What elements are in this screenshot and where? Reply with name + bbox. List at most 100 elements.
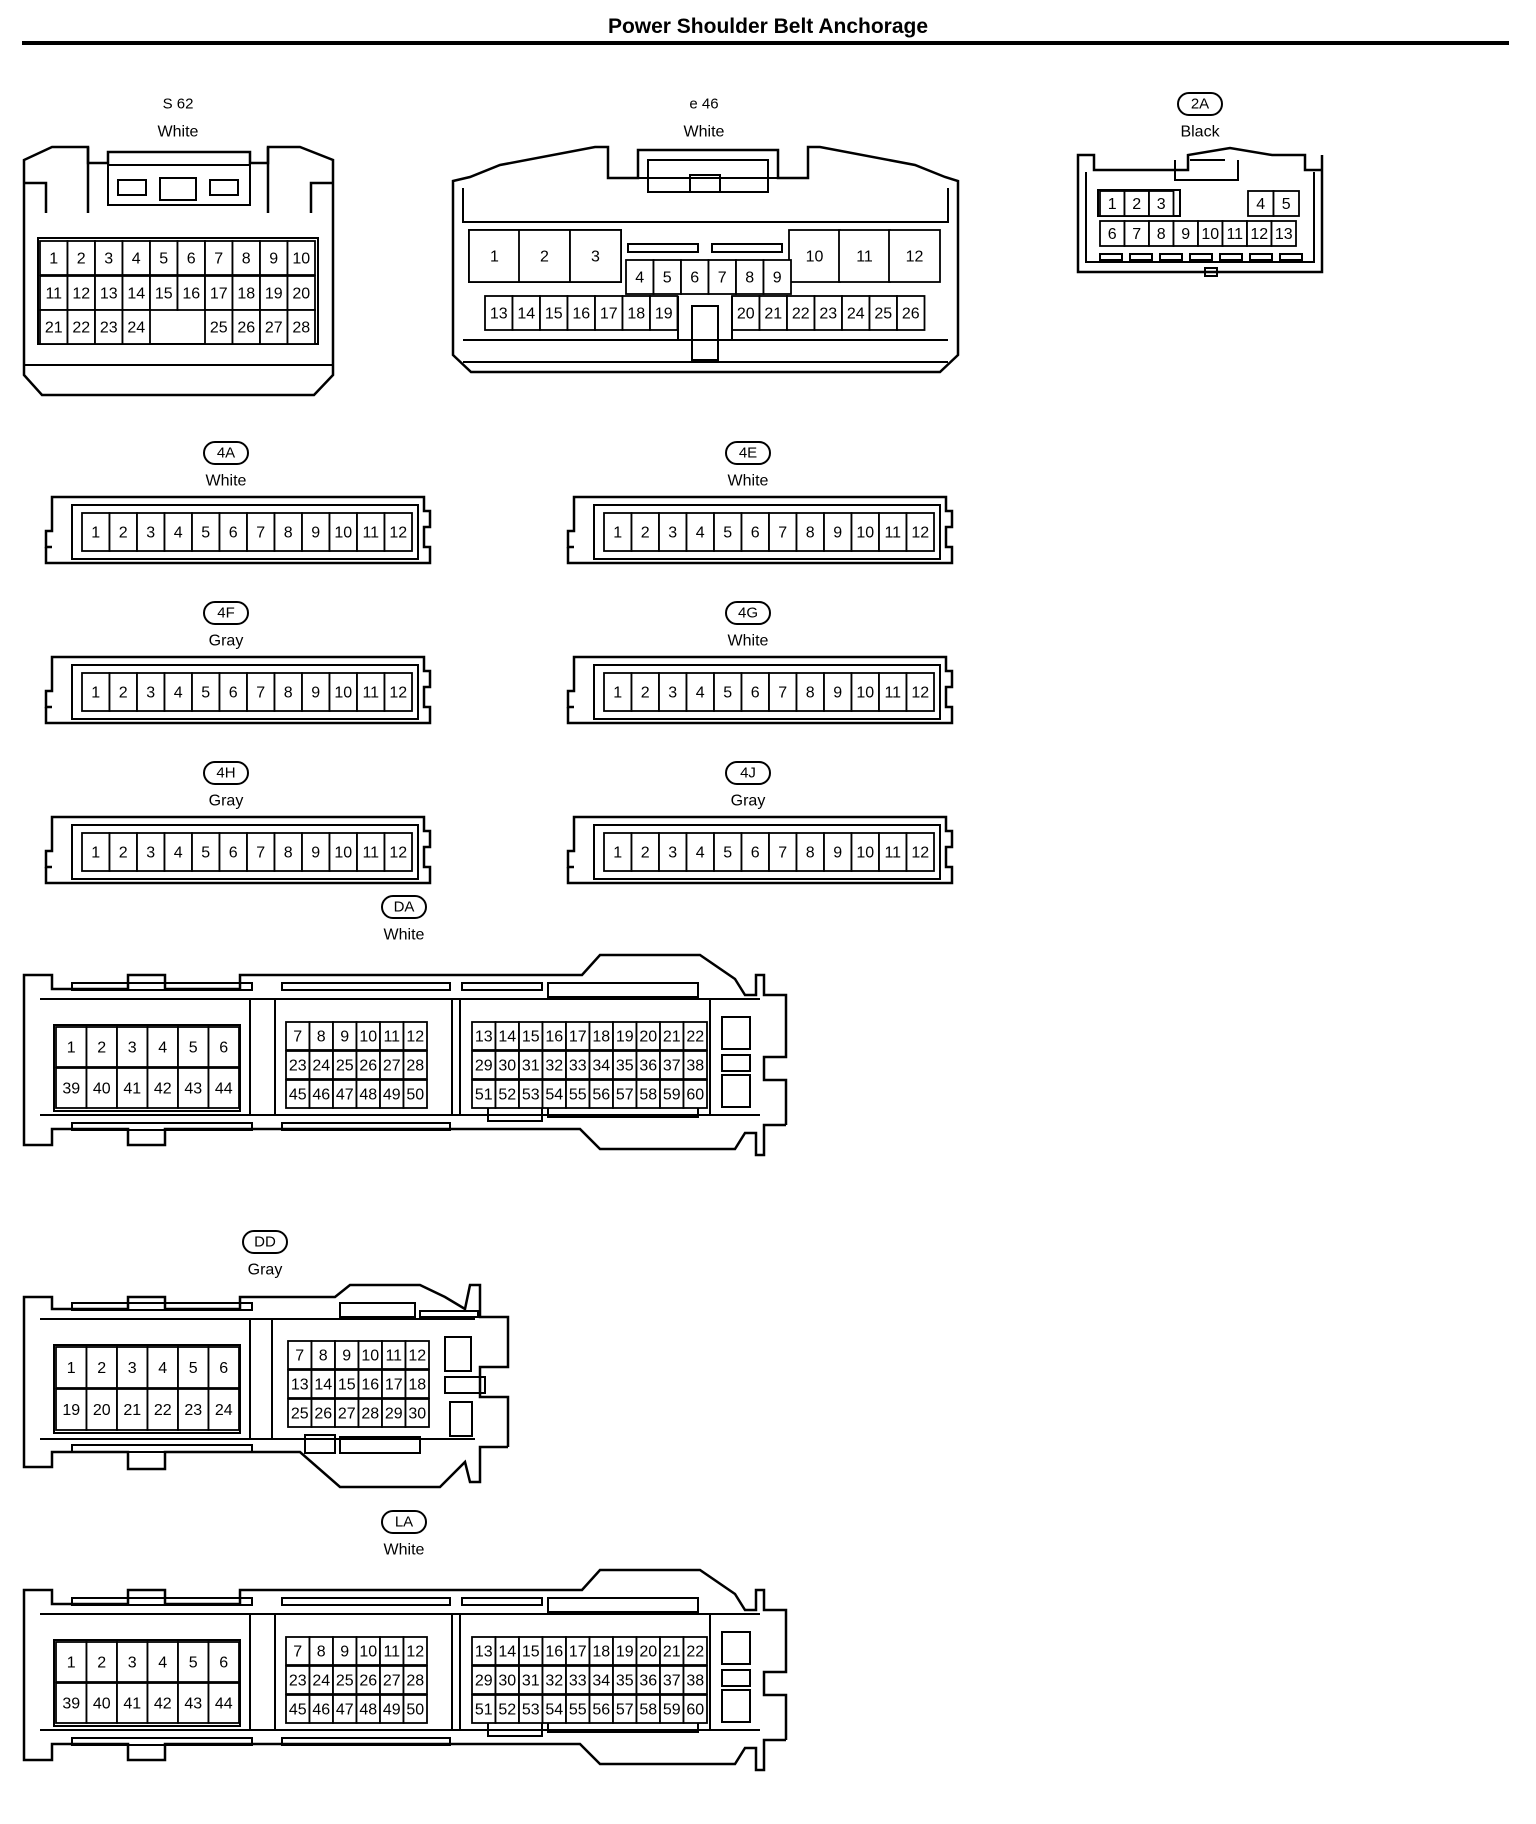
pin-number: 50 bbox=[406, 1702, 424, 1719]
pin-cavity bbox=[649, 295, 679, 331]
pin-number: 2 bbox=[1132, 196, 1141, 213]
pin-number: 26 bbox=[314, 1406, 332, 1423]
connector-outline bbox=[44, 815, 432, 885]
pin-cavity bbox=[121, 275, 151, 311]
connector-outline bbox=[71, 1737, 253, 1746]
pin-number: 3 bbox=[591, 249, 600, 266]
pin-number: 9 bbox=[269, 251, 278, 268]
pin-cavity bbox=[85, 1641, 118, 1683]
pin-number: 57 bbox=[616, 1702, 634, 1719]
pin-number: 5 bbox=[201, 525, 210, 542]
pin-number: 31 bbox=[522, 1058, 540, 1075]
pin-number: 8 bbox=[317, 1644, 326, 1661]
connector-color: White bbox=[206, 473, 247, 490]
connector-outline bbox=[461, 1597, 543, 1606]
pin-cavity bbox=[685, 672, 715, 712]
pin-cavity bbox=[246, 832, 276, 872]
pin-number: 22 bbox=[72, 320, 90, 337]
pin-cavity bbox=[1148, 220, 1175, 247]
pin-number: 27 bbox=[383, 1058, 401, 1075]
pin-number: 8 bbox=[745, 270, 754, 287]
pin-number: 18 bbox=[627, 306, 645, 323]
pin-number: 8 bbox=[806, 685, 815, 702]
pin-cavity bbox=[795, 672, 825, 712]
pin-number: 7 bbox=[256, 685, 265, 702]
pin-number: 7 bbox=[293, 1029, 302, 1046]
pin-number: 56 bbox=[592, 1702, 610, 1719]
pin-number: 1 bbox=[67, 1360, 76, 1377]
pin-cavity bbox=[66, 240, 96, 276]
connector-outline bbox=[566, 815, 954, 885]
pin-number: 37 bbox=[663, 1673, 681, 1690]
pin-number: 2 bbox=[119, 525, 128, 542]
pin-number: 10 bbox=[334, 845, 352, 862]
pin-number: 4 bbox=[1256, 196, 1265, 213]
pin-cavity bbox=[1270, 220, 1297, 247]
pin-number: 20 bbox=[93, 1402, 111, 1419]
pin-cavity bbox=[177, 1346, 210, 1389]
pin-number: 4 bbox=[158, 1040, 167, 1057]
pin-number: 44 bbox=[215, 1081, 233, 1098]
pin-number: 44 bbox=[215, 1696, 233, 1713]
pin-cavity bbox=[207, 1346, 240, 1389]
connector-outline bbox=[721, 1054, 751, 1072]
pin-cavity bbox=[740, 672, 770, 712]
pin-number: 43 bbox=[184, 1696, 202, 1713]
connector-outline bbox=[281, 1122, 451, 1131]
pin-cavity bbox=[841, 295, 871, 331]
pin-number: 13 bbox=[475, 1029, 493, 1046]
pin-cavity bbox=[896, 295, 926, 331]
pin-number: 3 bbox=[146, 845, 155, 862]
connector-outline bbox=[71, 1122, 253, 1131]
pin-cavity bbox=[1272, 190, 1300, 217]
pin-cavity bbox=[146, 1067, 179, 1109]
pin-cavity bbox=[116, 1026, 149, 1068]
pin-number: 46 bbox=[312, 1702, 330, 1719]
connector-outline bbox=[281, 1737, 451, 1746]
pin-number: 60 bbox=[686, 1087, 704, 1104]
pin-number: 25 bbox=[874, 306, 892, 323]
pin-cavity bbox=[682, 1050, 708, 1080]
pin-number: 28 bbox=[406, 1673, 424, 1690]
pin-number: 8 bbox=[319, 1348, 328, 1365]
pin-number: 12 bbox=[911, 525, 929, 542]
pin-cavity bbox=[404, 1369, 430, 1399]
connector-outline bbox=[463, 339, 948, 363]
connector-outline bbox=[249, 1319, 273, 1439]
pin-number: 3 bbox=[128, 1655, 137, 1672]
pin-number: 2 bbox=[97, 1040, 106, 1057]
connector-outline bbox=[1189, 253, 1213, 261]
connector-outline bbox=[40, 998, 760, 1116]
connector-outline bbox=[22, 1738, 786, 1772]
pin-number: 14 bbox=[517, 306, 535, 323]
connector-outline bbox=[566, 495, 954, 565]
pin-number: 21 bbox=[663, 1029, 681, 1046]
pin-number: 40 bbox=[93, 1696, 111, 1713]
pin-number: 14 bbox=[498, 1029, 516, 1046]
pin-cavity bbox=[116, 1346, 149, 1389]
pin-number: 34 bbox=[592, 1058, 610, 1075]
pin-number: 38 bbox=[686, 1058, 704, 1075]
pin-number: 26 bbox=[359, 1673, 377, 1690]
pin-number: 22 bbox=[154, 1402, 172, 1419]
pin-number: 18 bbox=[592, 1644, 610, 1661]
pin-number: 7 bbox=[778, 845, 787, 862]
pin-number: 36 bbox=[639, 1058, 657, 1075]
pin-number: 32 bbox=[545, 1058, 563, 1075]
pin-number: 2 bbox=[97, 1655, 106, 1672]
pin-number: 51 bbox=[475, 1087, 493, 1104]
pin-cavity bbox=[682, 1079, 708, 1109]
pin-cavity bbox=[682, 1021, 708, 1051]
pin-number: 3 bbox=[146, 685, 155, 702]
pin-number: 4 bbox=[174, 685, 183, 702]
pin-number: 9 bbox=[311, 525, 320, 542]
pin-cavity bbox=[713, 832, 743, 872]
pin-number: 26 bbox=[359, 1058, 377, 1075]
pin-number: 3 bbox=[146, 525, 155, 542]
connector-outline bbox=[593, 824, 941, 880]
pin-cavity bbox=[81, 672, 111, 712]
pin-number: 28 bbox=[361, 1406, 379, 1423]
connector-outline bbox=[1174, 159, 1239, 181]
